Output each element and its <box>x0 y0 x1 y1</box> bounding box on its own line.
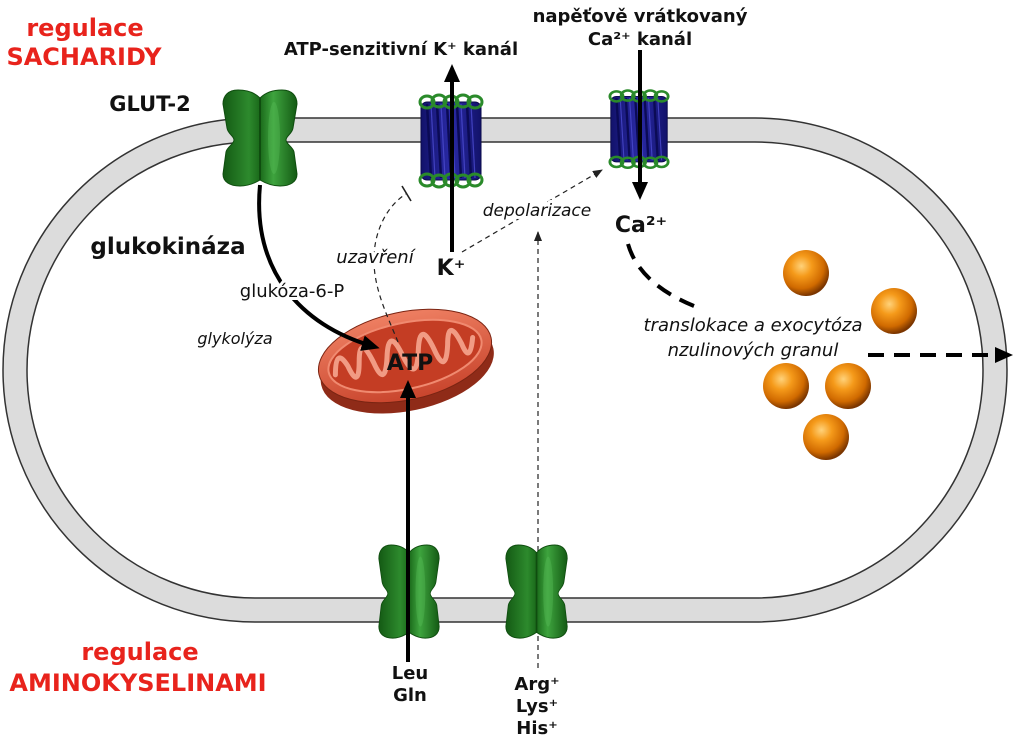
inhibition-bar <box>401 185 412 202</box>
amino-regulation-title: AMINOKYSELINAMI <box>9 669 266 697</box>
closure-inhibition-line <box>373 193 407 343</box>
mitochondrion <box>317 308 494 414</box>
glut2-label: GLUT-2 <box>109 92 191 116</box>
insulin-granule <box>825 363 871 409</box>
glut2-transporter <box>222 89 298 187</box>
glucose-pathway-arrow <box>257 184 380 351</box>
depolarization-arrow <box>461 169 603 253</box>
amino-acid-his: His⁺ <box>516 718 557 739</box>
insulin-granule <box>783 250 829 296</box>
carb-regulation-label: regulace <box>26 14 143 42</box>
g6p-label: glukóza-6-P <box>240 281 345 302</box>
exocytosis-curve <box>626 243 695 308</box>
glycolysis-label: glykolýza <box>197 329 272 348</box>
exocytosis-label-line2: nzulinových granul <box>668 340 839 361</box>
amino-regulation-label: regulace <box>81 638 198 666</box>
carb-regulation-title: SACHARIDY <box>6 43 162 71</box>
insulin-granules <box>763 250 917 460</box>
insulin-granule <box>871 288 917 334</box>
basic-amino-acid-transporter <box>504 544 569 640</box>
k-ion-label: K⁺ <box>437 256 466 281</box>
insulin-granule <box>763 363 809 409</box>
closure-label: uzavření <box>336 247 416 268</box>
atp-label: ATP <box>387 351 433 376</box>
amino-acid-gln: Gln <box>393 685 427 706</box>
katp-channel-label: ATP-senzitivní K⁺ kanál <box>284 39 518 60</box>
amino-acid-arg: Arg⁺ <box>514 674 559 695</box>
ca-ion-label: Ca²⁺ <box>615 213 667 238</box>
ca-channel-label-line1: napěťově vrátkovaný <box>533 6 748 27</box>
glucokinase-label: glukokináza <box>90 234 245 260</box>
amino-acid-leu: Leu <box>392 663 429 684</box>
insulin-granule <box>803 414 849 460</box>
mitochondrion-cristae <box>332 327 476 380</box>
amino-acid-lys: Lys⁺ <box>516 696 558 717</box>
depolarization-label: depolarizace <box>483 201 591 221</box>
ca-channel-label-line2: Ca²⁺ kanál <box>588 29 692 50</box>
exocytosis-label-line1: translokace a exocytóza <box>643 315 862 336</box>
